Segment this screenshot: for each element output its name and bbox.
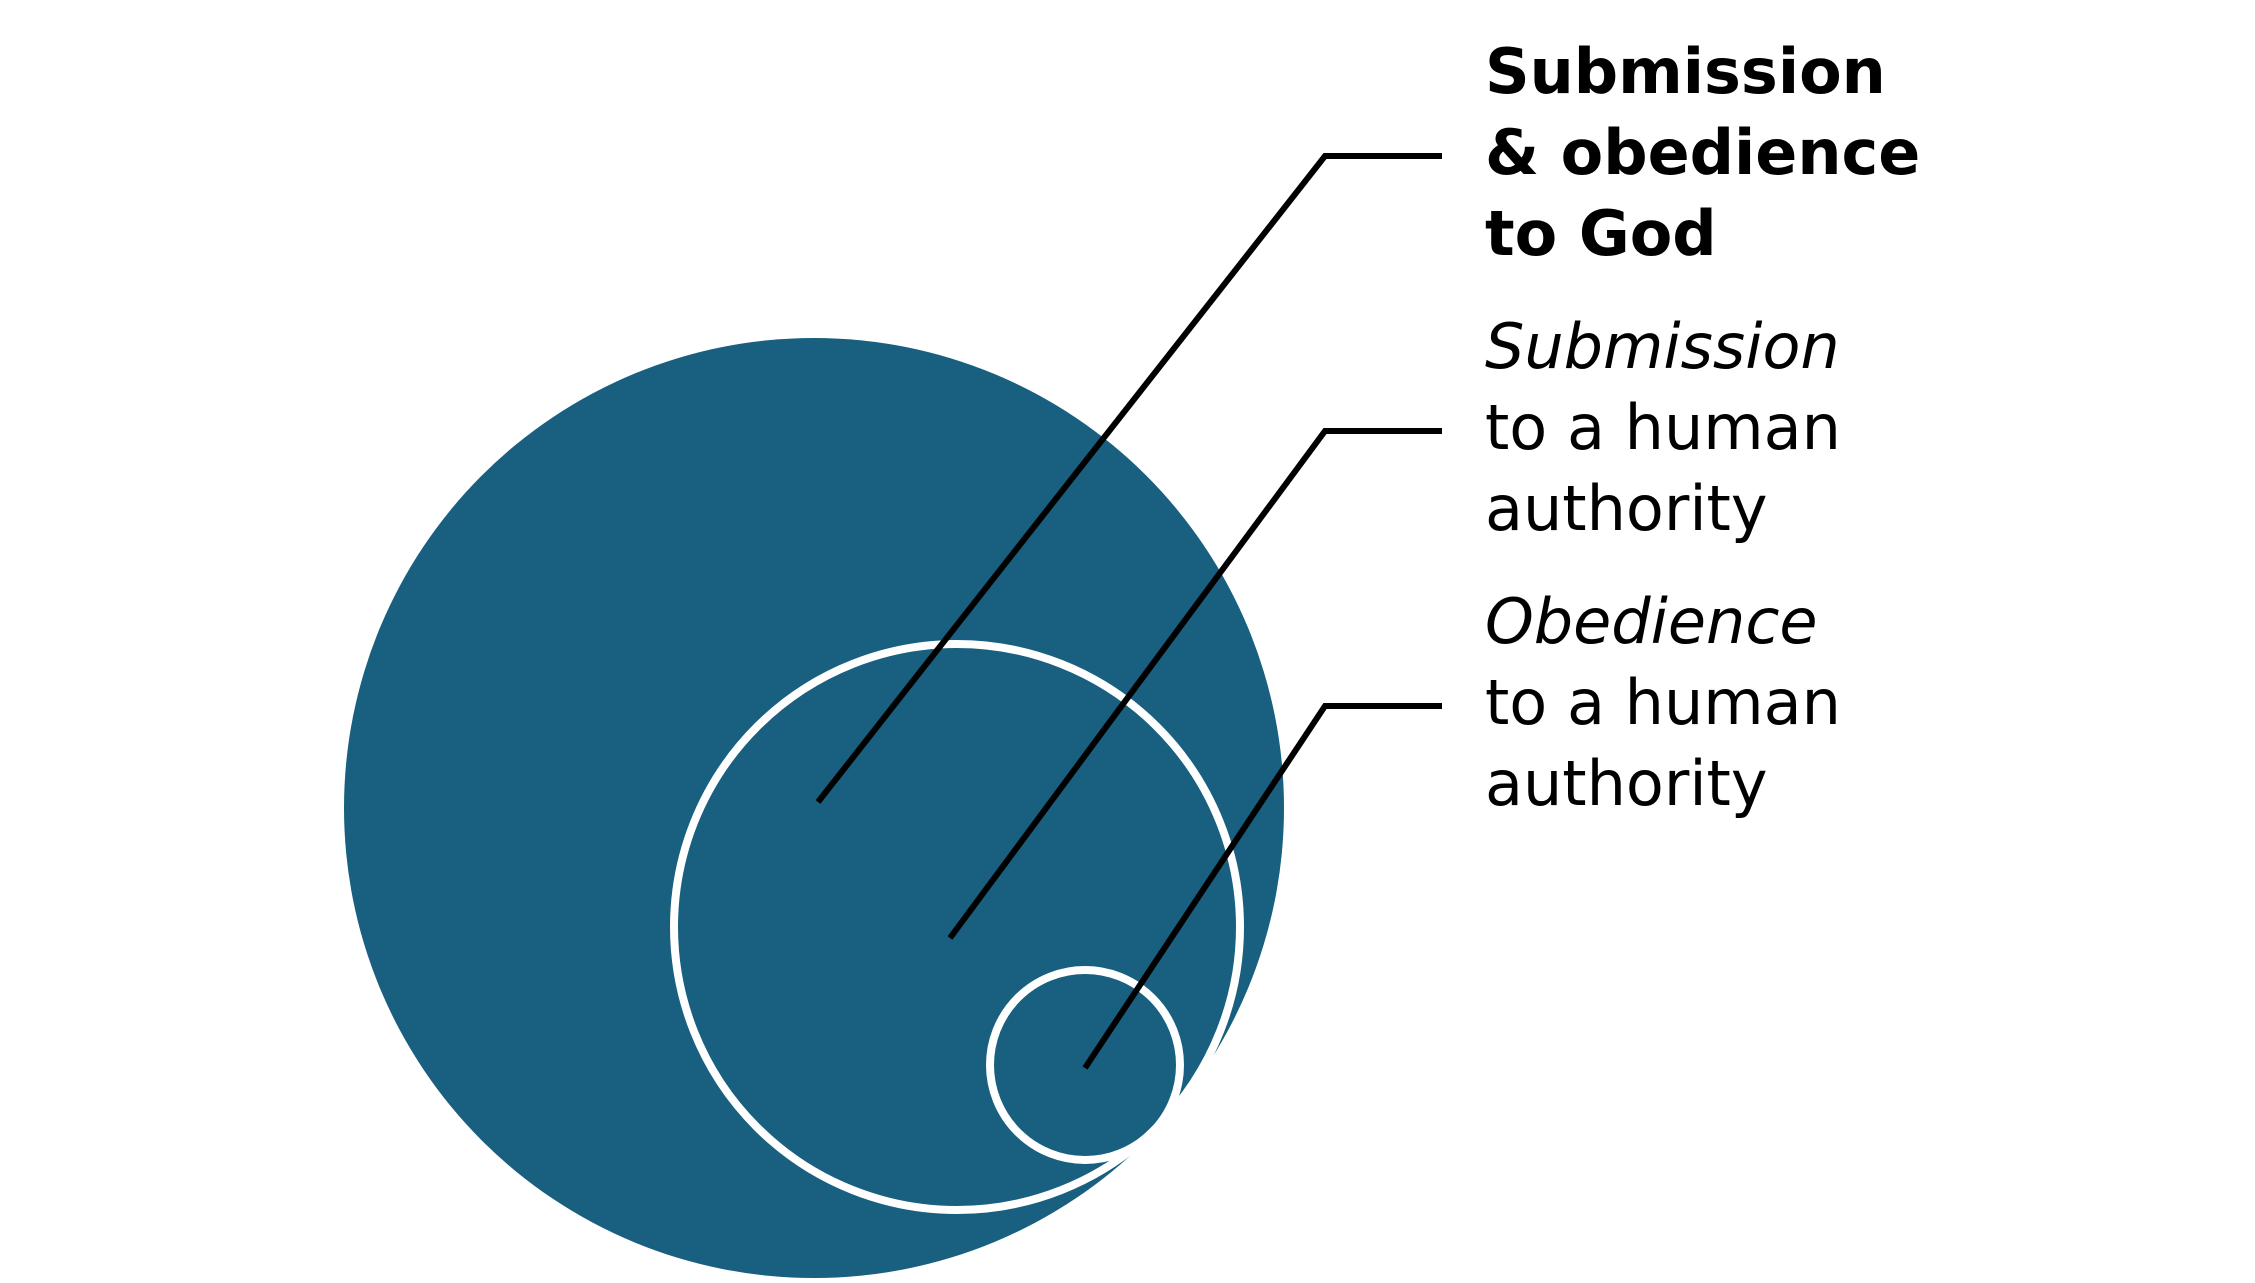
label-obedience-to-human-authority: Obedience to a human authority <box>1485 581 2185 824</box>
label-obedience-line-3: authority <box>1485 747 1768 820</box>
label-obedience-line-1: Obedience <box>1485 585 1818 658</box>
label-submission-line-3: authority <box>1485 472 1768 545</box>
inner-circle-obedience-to-human-authority <box>986 966 1184 1164</box>
label-submission-line-2: to a human <box>1485 391 1841 464</box>
label-submission-to-human-authority: Submission to a human authority <box>1485 306 2185 549</box>
middle-circle-submission-to-human-authority <box>670 640 1244 1214</box>
label-god-line-2: & obedience <box>1485 116 1921 189</box>
leader-line-submission <box>947 428 1442 940</box>
label-god-line-3: to God <box>1485 197 1717 270</box>
label-obedience-line-2: to a human <box>1485 666 1841 739</box>
outer-circle-submission-obedience-to-god <box>344 338 1284 1278</box>
leader-line-god <box>815 153 1442 804</box>
label-submission-line-1: Submission <box>1485 310 1840 383</box>
label-god-line-1: Submission <box>1485 35 1886 108</box>
leader-line-obedience <box>1082 703 1442 1070</box>
label-submission-obedience-to-god: Submission & obedience to God <box>1485 31 2185 274</box>
